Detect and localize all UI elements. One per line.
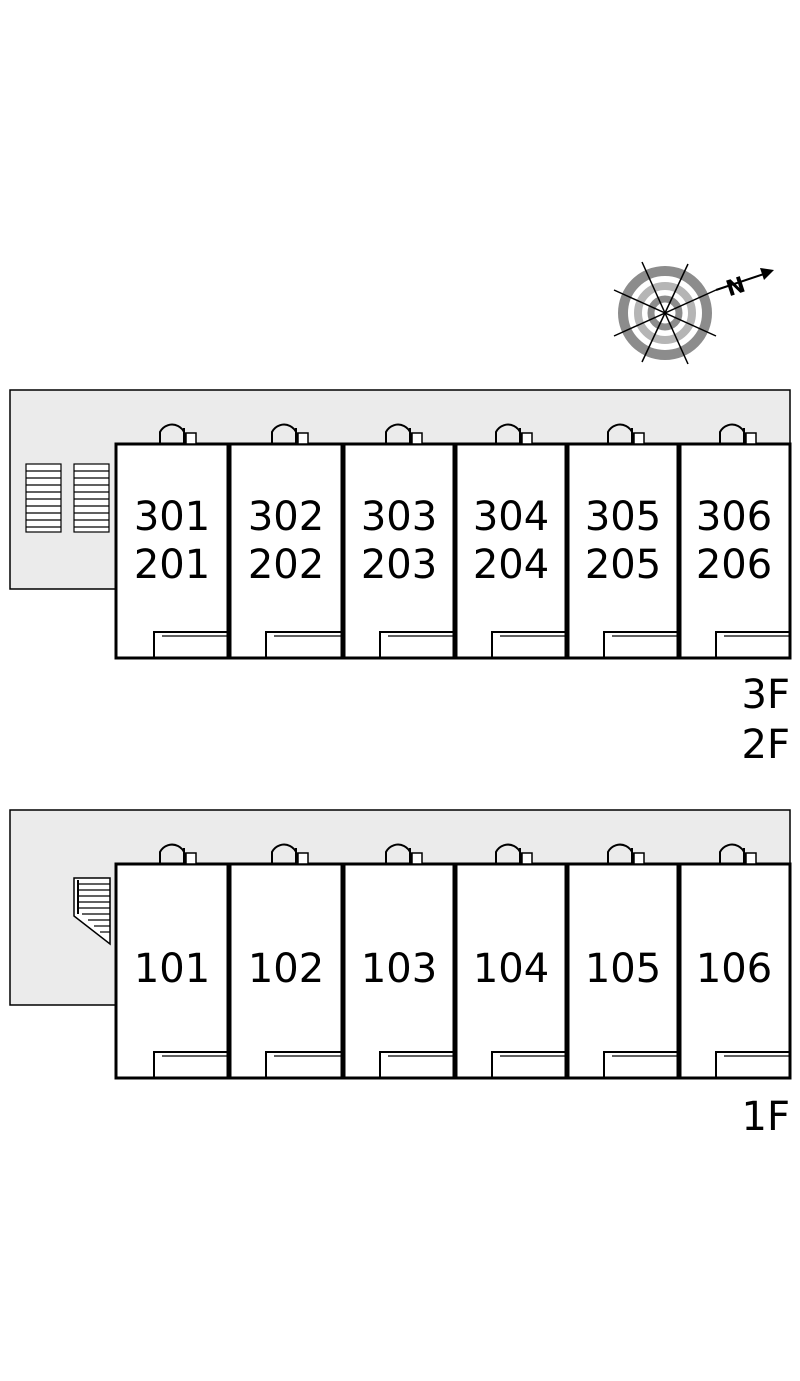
- room-number: 102: [248, 946, 324, 992]
- door-icon: [607, 423, 645, 445]
- door-icon: [495, 843, 533, 865]
- room-number-upper: 301: [134, 494, 210, 540]
- door-icon: [495, 423, 533, 445]
- unit-outline: [342, 862, 456, 1080]
- room-number-lower: 202: [248, 542, 324, 588]
- door-icon: [159, 423, 197, 445]
- room-number-lower: 204: [473, 542, 549, 588]
- room-number-lower: 206: [696, 542, 772, 588]
- unit-103: 103: [342, 843, 456, 1080]
- lower-building: 101 102 103 104 105: [9, 809, 792, 1140]
- room-number: 101: [134, 946, 210, 992]
- room-number-upper: 303: [361, 494, 437, 540]
- floor-label-3f: 3F: [742, 672, 790, 718]
- unit-106: 106: [678, 843, 792, 1080]
- unit-outline: [228, 442, 344, 660]
- upper-unit-305: 305 205: [566, 423, 680, 660]
- unit-outline: [678, 862, 792, 1080]
- door-icon: [159, 843, 197, 865]
- unit-outline: [342, 442, 456, 660]
- unit-outline: [566, 862, 680, 1080]
- door-icon: [271, 423, 309, 445]
- door-icon: [385, 423, 423, 445]
- room-number: 105: [585, 946, 661, 992]
- room-number-lower: 201: [134, 542, 210, 588]
- unit-105: 105: [566, 843, 680, 1080]
- stairs-icon: [25, 463, 110, 533]
- unit-outline: [678, 442, 792, 660]
- unit-102: 102: [228, 843, 344, 1080]
- room-number-lower: 205: [585, 542, 661, 588]
- room-number-upper: 305: [585, 494, 661, 540]
- unit-outline: [454, 862, 568, 1080]
- stairs-icon: [73, 877, 111, 946]
- floor-label-2f: 2F: [742, 722, 790, 768]
- unit-outline: [114, 862, 230, 1080]
- floor-label-1f: 1F: [742, 1094, 790, 1140]
- upper-unit-306: 306 206: [678, 423, 792, 660]
- door-icon: [271, 843, 309, 865]
- upper-unit-303: 303 203: [342, 423, 456, 660]
- room-number: 103: [361, 946, 437, 992]
- compass-north-label: N: [723, 273, 748, 302]
- unit-outline: [454, 442, 568, 660]
- upper-building: 301 201 302 202 303 203 304 204: [9, 389, 792, 768]
- unit-outline: [228, 862, 344, 1080]
- unit-outline: [114, 442, 230, 660]
- upper-unit-301: 301 201: [114, 423, 230, 660]
- door-icon: [607, 843, 645, 865]
- unit-104: 104: [454, 843, 568, 1080]
- upper-unit-302: 302 202: [228, 423, 344, 660]
- room-number: 106: [696, 946, 772, 992]
- room-number-upper: 304: [473, 494, 549, 540]
- room-number-lower: 203: [361, 542, 437, 588]
- room-number: 104: [473, 946, 549, 992]
- unit-101: 101: [114, 843, 230, 1080]
- door-icon: [719, 843, 757, 865]
- room-number-upper: 306: [696, 494, 772, 540]
- door-icon: [719, 423, 757, 445]
- upper-unit-304: 304 204: [454, 423, 568, 660]
- room-number-upper: 302: [248, 494, 324, 540]
- unit-outline: [566, 442, 680, 660]
- door-icon: [385, 843, 423, 865]
- north-compass-icon: N: [613, 261, 774, 365]
